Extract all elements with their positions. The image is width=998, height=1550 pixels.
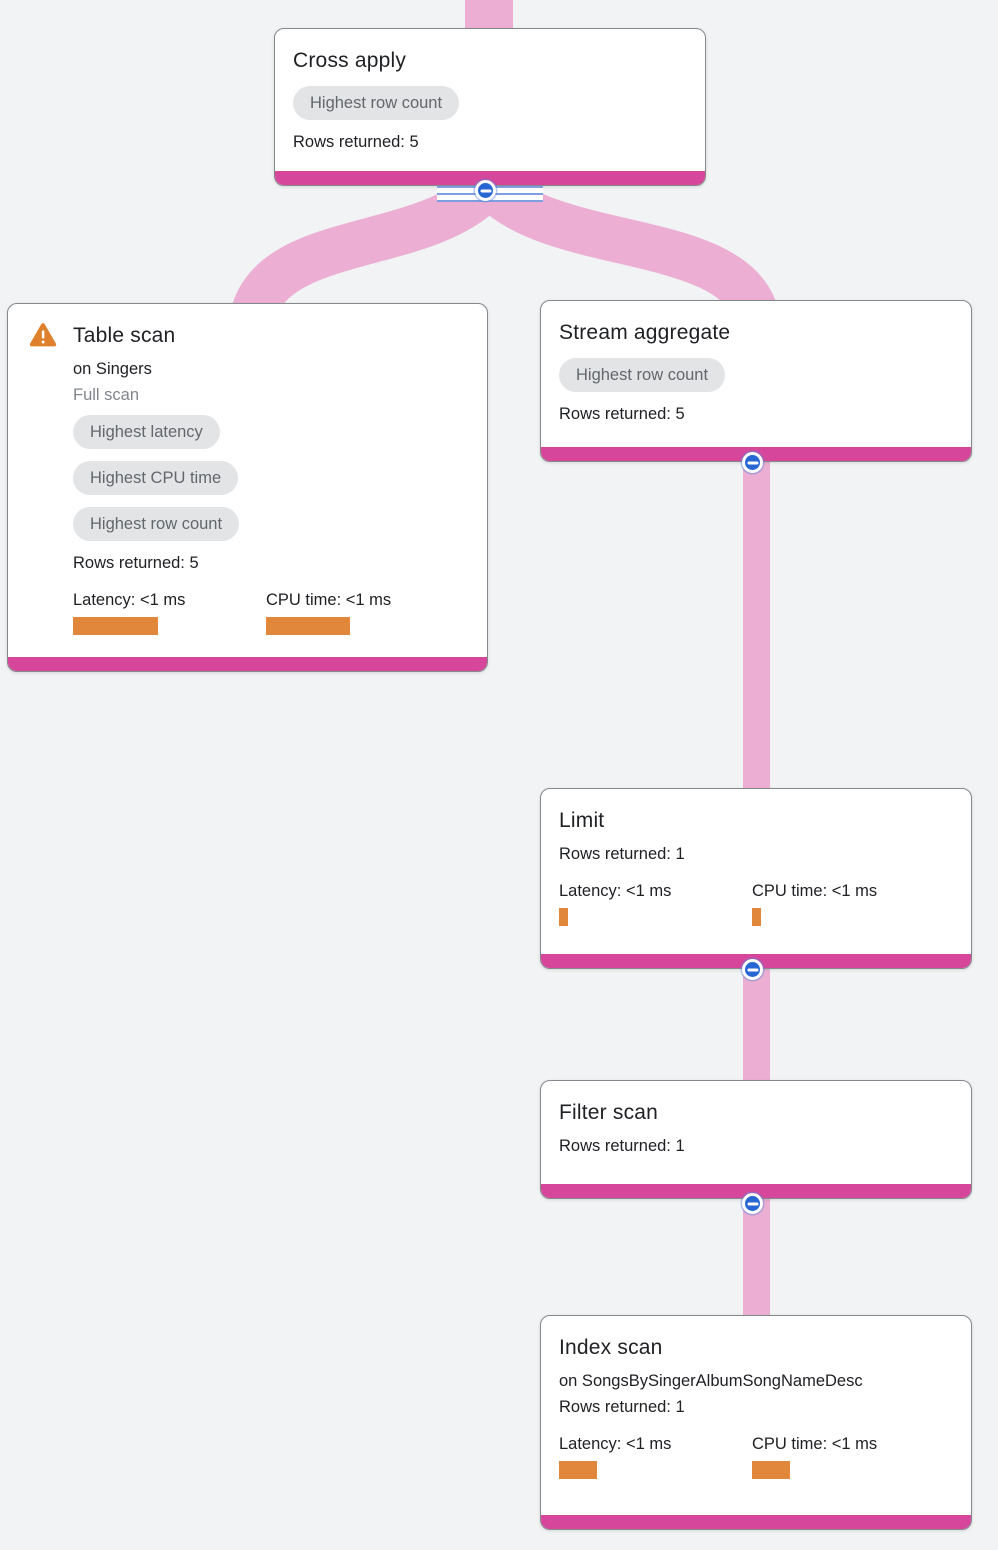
collapse-button-filter-scan[interactable]	[742, 1193, 763, 1214]
rows-returned: Rows returned: 1	[559, 1137, 685, 1155]
collapse-button-stream-aggregate[interactable]	[742, 452, 763, 473]
rows-returned: Rows returned: 5	[293, 133, 419, 151]
node-title: Limit	[559, 809, 605, 832]
node-table-scan[interactable]: Table scan on Singers Full scan Highest …	[7, 303, 488, 672]
latency-label: Latency: <1 ms	[559, 882, 672, 900]
latency-metric: Latency: <1 ms	[559, 879, 752, 926]
node-footer-bar	[275, 171, 705, 185]
minus-icon	[480, 189, 491, 192]
insight-chip: Highest row count	[293, 86, 460, 120]
node-title: Index scan	[559, 1336, 663, 1359]
latency-bar	[559, 1461, 597, 1479]
rows-returned: Rows returned: 5	[559, 405, 685, 423]
node-footer-bar	[541, 1184, 971, 1198]
edge-limit-to-filter-scan	[743, 962, 770, 1086]
rows-returned: Rows returned: 5	[73, 554, 199, 572]
node-title: Filter scan	[559, 1101, 659, 1124]
latency-metric: Latency: <1 ms	[559, 1432, 752, 1479]
cpu-label: CPU time: <1 ms	[752, 1435, 878, 1453]
insight-chip: Highest row count	[559, 358, 726, 392]
edge-cross-apply-to-table-scan	[229, 172, 501, 326]
edge-filter-scan-to-index-scan	[743, 1196, 770, 1321]
cpu-label: CPU time: <1 ms	[266, 591, 392, 609]
cpu-metric: CPU time: <1 ms	[752, 1432, 877, 1479]
cpu-bar	[752, 908, 761, 926]
node-filter-scan[interactable]: Filter scan Rows returned: 1	[540, 1080, 972, 1199]
cpu-bar	[752, 1461, 790, 1479]
node-title: Cross apply	[293, 49, 407, 72]
collapse-button-cross-apply[interactable]	[475, 180, 496, 201]
node-footer-bar	[8, 657, 487, 671]
minus-icon	[747, 1202, 758, 1205]
edge-cross-apply-to-stream-aggregate	[478, 172, 780, 326]
minus-icon	[747, 461, 758, 464]
node-footer-bar	[541, 1515, 971, 1529]
node-limit[interactable]: Limit Rows returned: 1 Latency: <1 ms CP…	[540, 788, 972, 969]
latency-bar	[73, 617, 158, 635]
node-target: on SongsBySingerAlbumSongNameDesc	[559, 1372, 863, 1390]
collapse-button-limit[interactable]	[742, 959, 763, 980]
insight-chip: Highest row count	[73, 507, 240, 541]
rows-returned: Rows returned: 1	[559, 845, 685, 863]
node-title: Table scan	[73, 324, 176, 347]
node-stream-aggregate[interactable]: Stream aggregate Highest row count Rows …	[540, 300, 972, 462]
node-title: Stream aggregate	[559, 321, 731, 344]
cpu-metric: CPU time: <1 ms	[752, 879, 877, 926]
cpu-bar	[266, 617, 350, 635]
node-cross-apply[interactable]: Cross apply Highest row count Rows retur…	[274, 28, 706, 186]
latency-label: Latency: <1 ms	[559, 1435, 672, 1453]
latency-bar	[559, 908, 568, 926]
edge-stream-aggregate-to-limit	[743, 458, 770, 794]
latency-metric: Latency: <1 ms	[73, 588, 266, 635]
node-target: on Singers	[73, 360, 152, 378]
warning-icon	[29, 323, 57, 347]
insight-chip: Highest CPU time	[73, 461, 239, 495]
insight-chip: Highest latency	[73, 415, 220, 449]
node-index-scan[interactable]: Index scan on SongsBySingerAlbumSongName…	[540, 1315, 972, 1530]
rows-returned: Rows returned: 1	[559, 1398, 685, 1416]
latency-label: Latency: <1 ms	[73, 591, 186, 609]
cpu-metric: CPU time: <1 ms	[266, 588, 391, 635]
cpu-label: CPU time: <1 ms	[752, 882, 878, 900]
minus-icon	[747, 968, 758, 971]
node-detail: Full scan	[73, 386, 140, 404]
